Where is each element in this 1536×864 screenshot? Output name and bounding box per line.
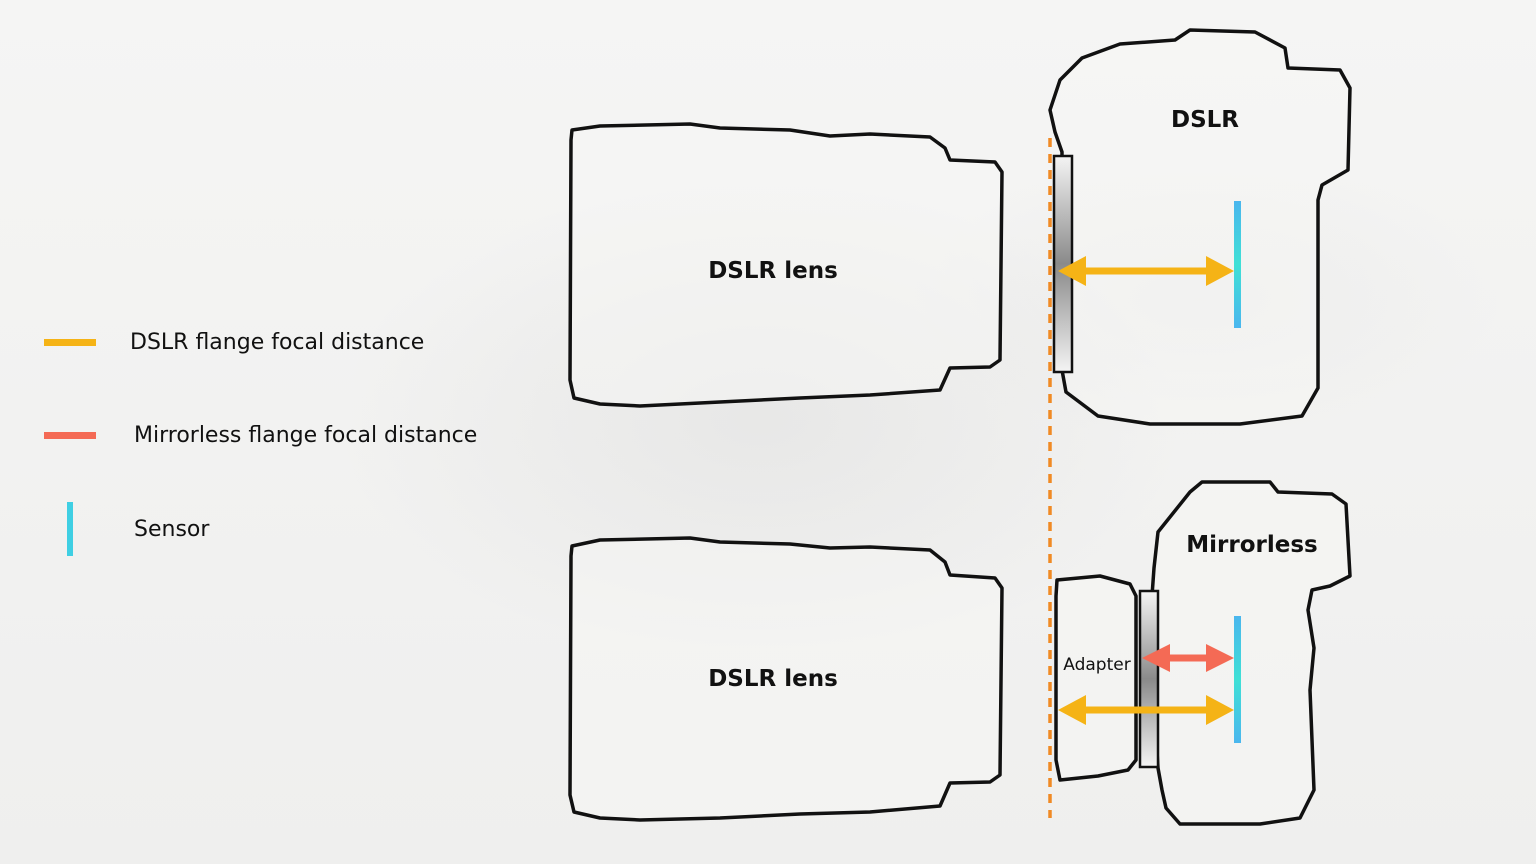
adapter-label: Adapter (1063, 655, 1130, 675)
mirrorless-flange-arrow (1142, 644, 1234, 672)
legend-label-dslr-flange: DSLR flange focal distance (130, 330, 425, 355)
legend-label-sensor: Sensor (134, 516, 210, 542)
legend-item-dslr-flange: DSLR flange focal distance (44, 330, 424, 355)
sensor-swatch (67, 502, 73, 556)
mirrorless-mount (1138, 589, 1160, 769)
dslr-body-label: DSLR (1171, 107, 1239, 133)
legend-item-mirrorless-flange: Mirrorless flange focal distance (44, 423, 477, 448)
dslr-body-outline (1048, 28, 1352, 426)
adapted-dslr-flange-arrow (1058, 695, 1234, 725)
top-lens-label: DSLR lens (708, 258, 838, 284)
mirrorless-sensor (1234, 616, 1241, 743)
mirrorless-body-label: Mirrorless (1186, 532, 1317, 558)
legend-label-mirrorless-flange: Mirrorless flange focal distance (134, 423, 478, 448)
adapter-outline (1054, 574, 1138, 782)
dslr-flange-arrow (1058, 256, 1234, 286)
dslr-mount (1052, 154, 1074, 374)
dslr-sensor (1234, 201, 1241, 328)
top-dslr-lens-outline (568, 122, 1004, 408)
mirrorless-flange-swatch (44, 432, 96, 439)
legend-item-sensor: Sensor (44, 502, 209, 556)
bottom-lens-label: DSLR lens (708, 666, 838, 692)
bottom-dslr-lens-outline (568, 536, 1004, 822)
dslr-flange-swatch (44, 339, 96, 346)
